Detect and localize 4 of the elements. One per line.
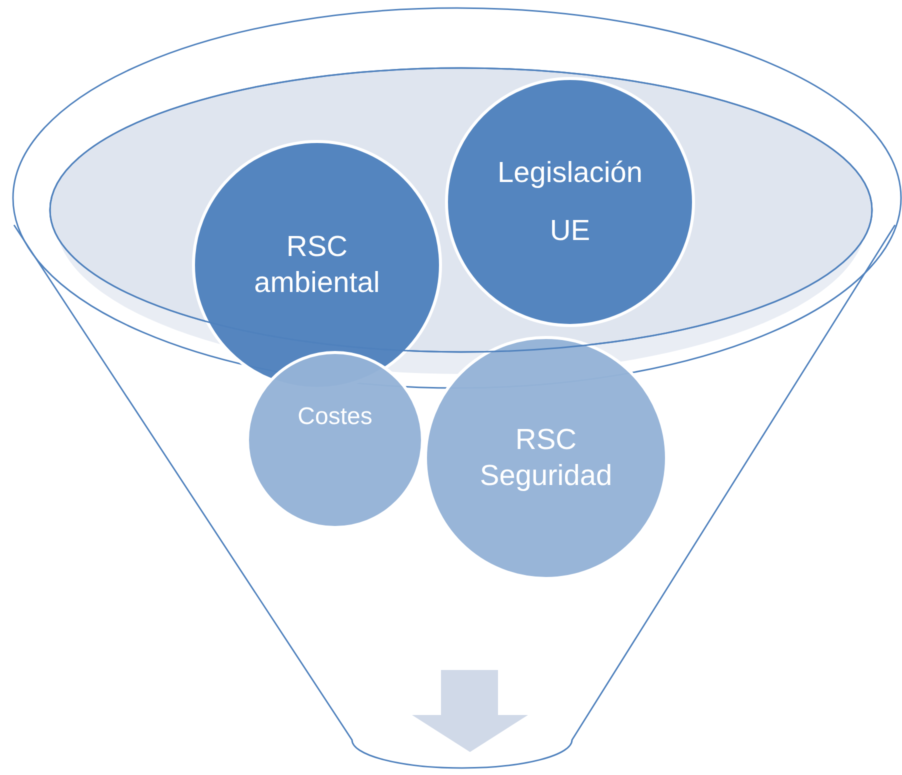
circle-label: RSC ambiental bbox=[253, 230, 381, 301]
circle-label: RSC Seguridad bbox=[478, 422, 614, 494]
circle-label: Costes bbox=[298, 402, 372, 432]
circle-label: Legislación UE bbox=[496, 156, 644, 249]
